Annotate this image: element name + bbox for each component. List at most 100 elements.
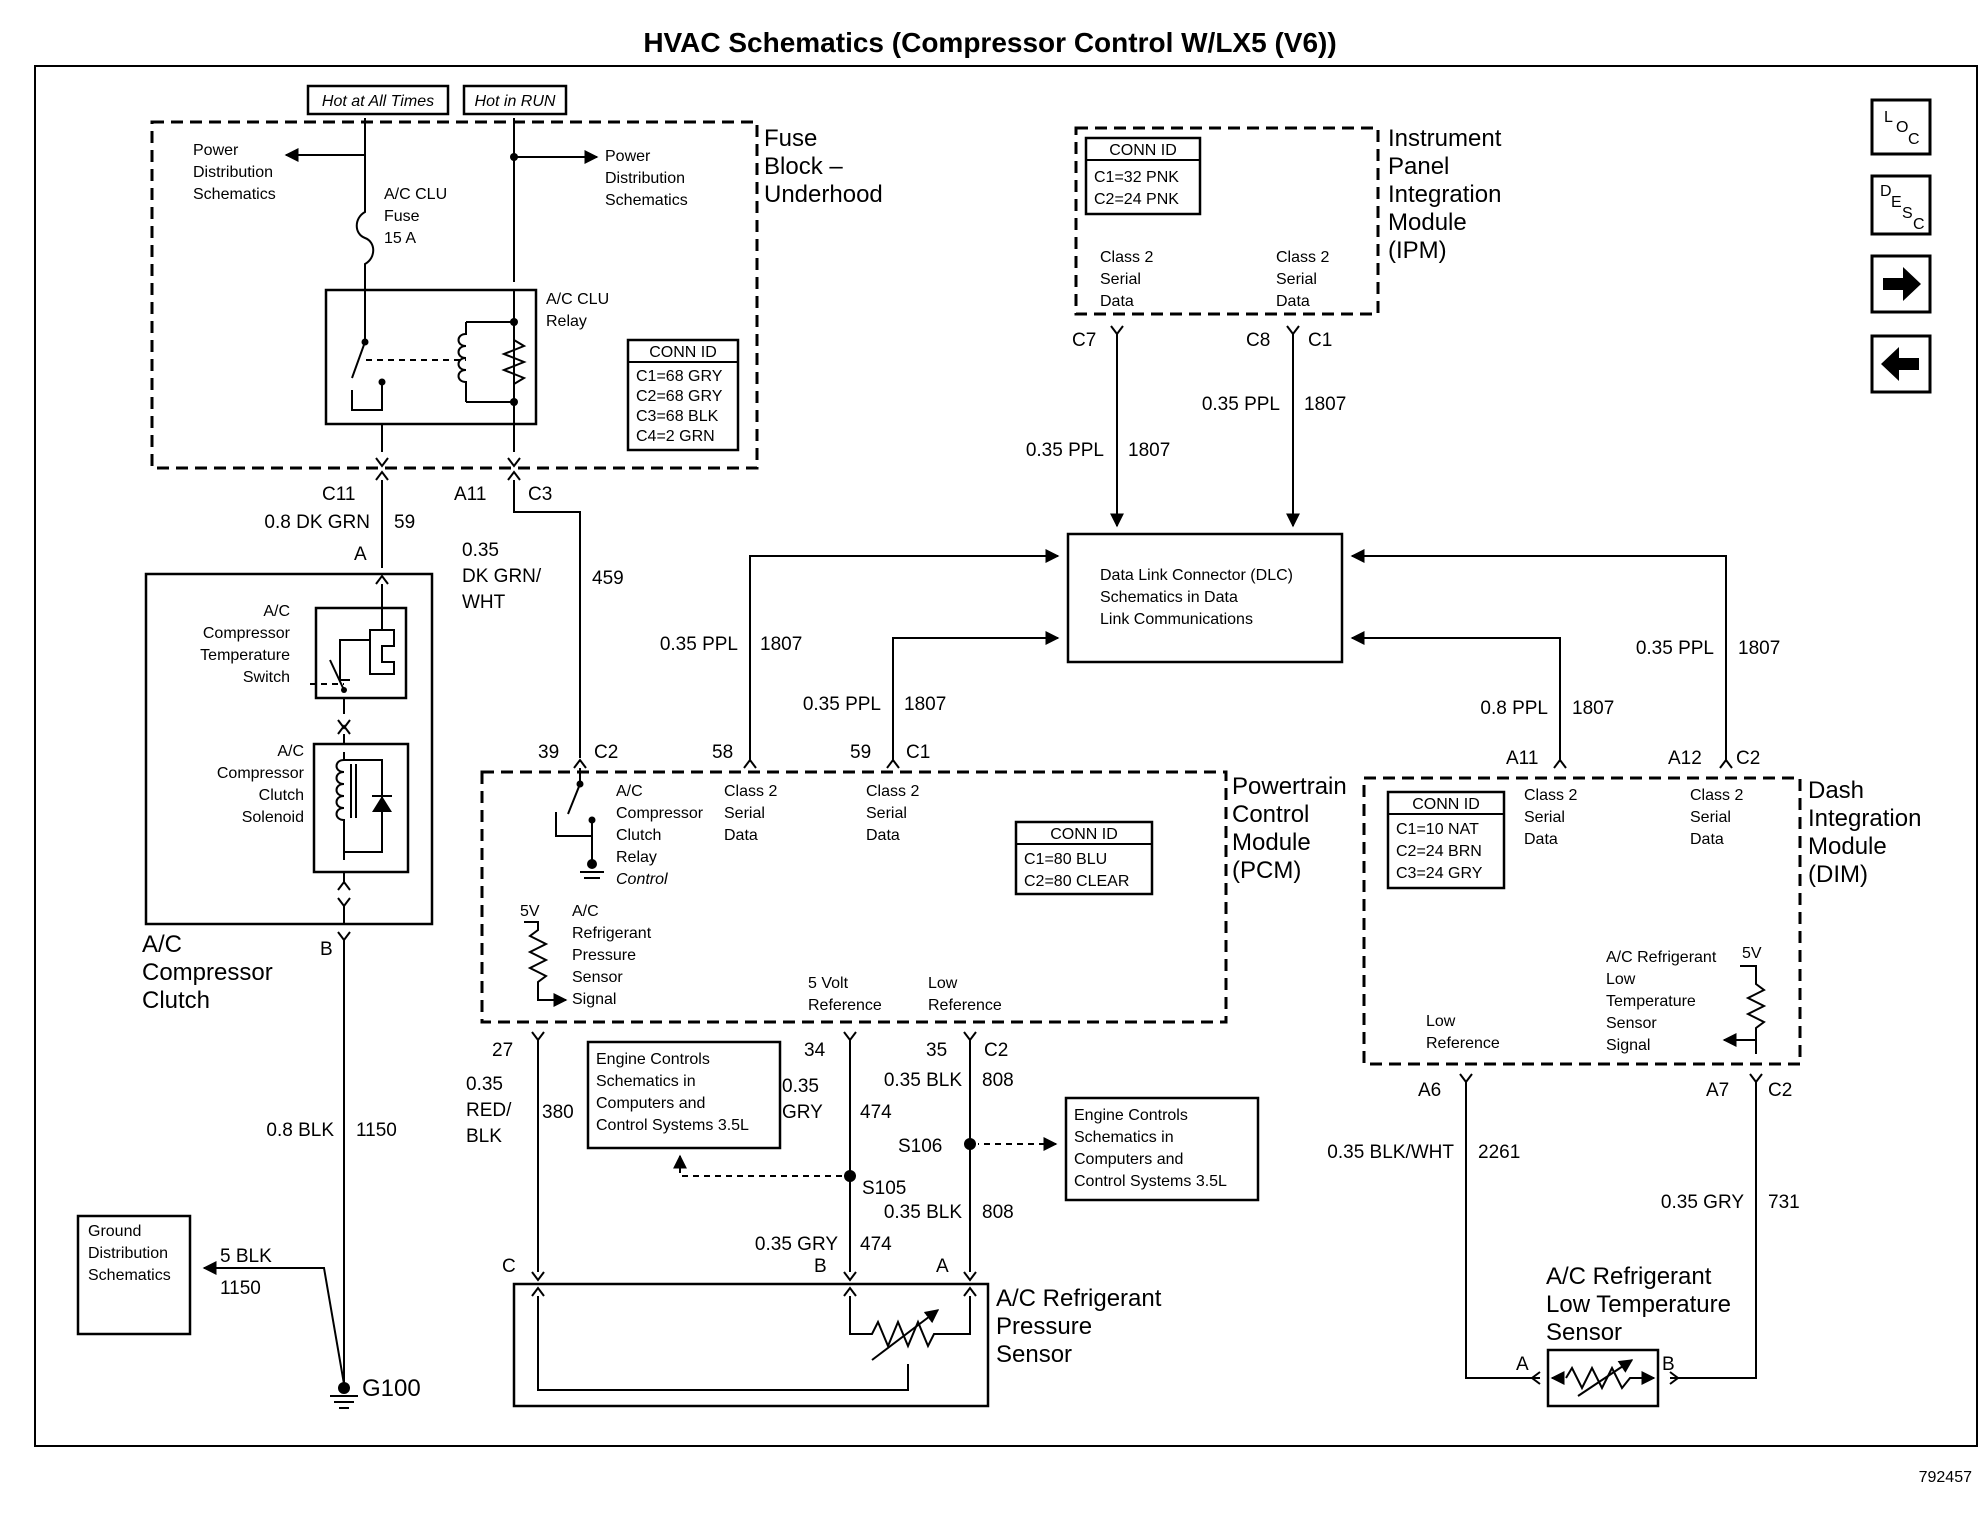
wire-label: RED/ — [466, 1100, 512, 1121]
five-volt-label: 5V — [520, 903, 540, 920]
svg-text:Control Systems 3.5L: Control Systems 3.5L — [1074, 1173, 1227, 1190]
loc-char: C — [1908, 131, 1920, 148]
svg-text:Engine Controls: Engine Controls — [1074, 1107, 1188, 1124]
temp-signal-label: Signal — [1606, 1037, 1650, 1054]
diagram-border — [34, 65, 1978, 1447]
five-volt-ref-label: 5 Volt — [808, 975, 849, 992]
class2-label: Data — [724, 827, 758, 844]
pressure-signal-label: A/C — [572, 903, 599, 920]
svg-text:Module: Module — [1232, 829, 1311, 856]
desc-button[interactable]: D E S C — [1870, 174, 1932, 236]
wire-label: 1807 — [760, 634, 802, 655]
power-distribution-right: Schematics — [605, 192, 688, 209]
svg-text:Computers and: Computers and — [596, 1095, 705, 1112]
temp-sensor-label: A/C Refrigerant — [1546, 1263, 1712, 1290]
class2-label: Serial — [1100, 271, 1141, 288]
figure-id: 792457 — [1919, 1469, 1972, 1486]
pin-label: C2 — [1736, 748, 1760, 769]
engine-controls-ref-b: Engine Controls Schematics in Computers … — [1064, 1096, 1260, 1202]
class2-label: Serial — [1276, 271, 1317, 288]
pressure-signal-label: Sensor — [572, 969, 623, 986]
pin-label: B — [320, 939, 333, 960]
pressure-signal-label: Pressure — [572, 947, 636, 964]
pin-label: C2 — [1768, 1080, 1792, 1101]
power-distribution-right: Distribution — [605, 170, 685, 187]
wire-label: DK GRN/ — [462, 566, 542, 587]
wire-label: 2261 — [1478, 1142, 1520, 1163]
wire-label: 808 — [982, 1070, 1014, 1091]
hot-in-run-tag: Hot in RUN — [462, 84, 568, 116]
temp-switch-label: A/C — [263, 603, 290, 620]
wire-label: 0.8 BLK — [266, 1120, 334, 1141]
prev-button[interactable] — [1870, 334, 1932, 394]
svg-text:Schematics: Schematics — [88, 1267, 171, 1284]
wire-label: 0.35 — [466, 1074, 503, 1095]
svg-text:Module: Module — [1808, 833, 1887, 860]
desc-char: E — [1891, 194, 1902, 211]
svg-text:Ground: Ground — [88, 1223, 141, 1240]
wire-label: 0.8 PPL — [1480, 698, 1548, 719]
svg-text:Instrument: Instrument — [1388, 125, 1502, 152]
pin-label: A — [354, 544, 367, 565]
five-volt-label: 5V — [1742, 945, 1762, 962]
fuse-label: 15 A — [384, 230, 416, 247]
ground-point-label: G100 — [362, 1375, 421, 1402]
relay-label: A/C CLU — [546, 291, 609, 308]
class2-label: Serial — [1524, 809, 1565, 826]
wire-label: 0.35 BLK/WHT — [1327, 1142, 1454, 1163]
pin-label: A — [936, 1256, 949, 1277]
pin-label: 39 — [538, 742, 559, 763]
pullup-resistor-icon — [1740, 965, 1767, 1054]
solenoid-label: Solenoid — [242, 809, 304, 826]
fuse-block: Fuse Block – Underhood — [150, 120, 883, 470]
wire-label: 1807 — [1128, 440, 1170, 461]
pin-label: 59 — [850, 742, 871, 763]
pin-label: C11 — [322, 484, 355, 505]
wire-label: 1807 — [1304, 394, 1346, 415]
svg-text:CONN ID: CONN ID — [649, 344, 717, 361]
wire-label: 0.35 BLK — [884, 1202, 962, 1223]
svg-text:Module: Module — [1388, 209, 1467, 236]
svg-text:Computers and: Computers and — [1074, 1151, 1183, 1168]
wire-label: 0.35 GRY — [1661, 1192, 1744, 1213]
low-ref-label: Low — [928, 975, 958, 992]
power-distribution-right: Power — [605, 148, 651, 165]
pin-label: A6 — [1418, 1080, 1441, 1101]
compressor-clutch-label: A/C — [142, 931, 182, 958]
pin-label: C1 — [1308, 330, 1332, 351]
compressor-clutch-label: Clutch — [142, 987, 210, 1014]
fuse-block-label: Fuse — [764, 125, 817, 152]
wire-label: 5 BLK — [220, 1246, 272, 1267]
next-button[interactable] — [1870, 254, 1932, 314]
solenoid-label: Clutch — [259, 787, 304, 804]
wire-label: WHT — [462, 592, 506, 613]
arrow-left-icon — [1881, 347, 1919, 381]
relay-control-label: Control — [616, 871, 668, 888]
temp-sensor — [1530, 1348, 1680, 1408]
desc-char: C — [1913, 216, 1925, 233]
loc-char: O — [1896, 119, 1908, 136]
svg-text:(DIM): (DIM) — [1808, 861, 1868, 888]
pin-label: C — [502, 1256, 516, 1277]
class2-label: Data — [866, 827, 900, 844]
fuse-label: A/C CLU — [384, 186, 447, 203]
wire-label: GRY — [782, 1102, 823, 1123]
class2-label: Class 2 — [866, 783, 919, 800]
temp-sensor-label: Low Temperature — [1546, 1291, 1731, 1318]
class2-label: Class 2 — [1690, 787, 1743, 804]
wire-label: 0.35 GRY — [755, 1234, 838, 1255]
loc-button[interactable]: L O C — [1870, 98, 1932, 156]
svg-text:Distribution: Distribution — [88, 1245, 168, 1262]
svg-text:Hot at All Times: Hot at All Times — [322, 93, 434, 110]
wire-label: 0.35 BLK — [884, 1070, 962, 1091]
engine-controls-ref-a: Engine Controls Schematics in Computers … — [586, 1040, 782, 1150]
class2-label: Serial — [1690, 809, 1731, 826]
pin-label: B — [814, 1256, 827, 1277]
pin-label: B — [1662, 1354, 1675, 1375]
dim-low-ref-label: Reference — [1426, 1035, 1500, 1052]
dlc-box: Data Link Connector (DLC) Schematics in … — [1066, 532, 1344, 664]
power-distribution-left: Schematics — [193, 186, 276, 203]
svg-text:C2=80 CLEAR: C2=80 CLEAR — [1024, 873, 1129, 890]
splice-label: S106 — [898, 1136, 942, 1157]
pressure-sensor — [512, 1282, 990, 1408]
